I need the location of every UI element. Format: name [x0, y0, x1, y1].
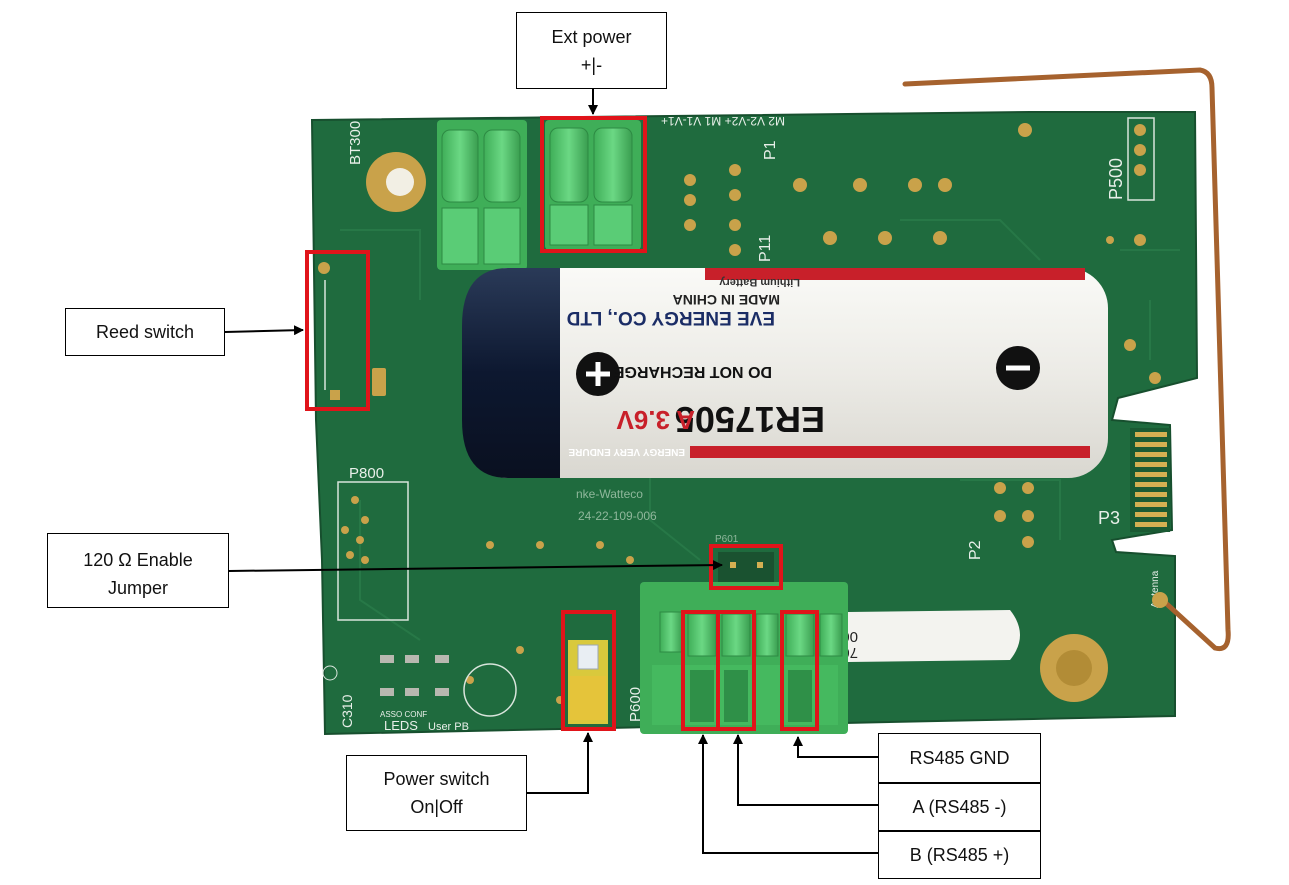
svg-text:A 3.6V: A 3.6V: [616, 405, 695, 435]
highlight-reed-switch: [305, 250, 370, 411]
silk-date: 24-22-109-006: [578, 509, 657, 523]
antenna-wire: [902, 67, 1231, 652]
svg-text:Lithium Battery: Lithium Battery: [718, 276, 800, 288]
battery-text: Lithium Battery MADE IN CHINA EVE ENERGY…: [567, 276, 825, 457]
arrow-rs485-b: [698, 734, 878, 854]
reed-switch-footprint: [318, 262, 386, 400]
silk-p11: P11: [757, 235, 774, 262]
highlight-power-switch: [561, 610, 616, 731]
callout-jumper: 120 Ω Enable Jumper: [47, 533, 229, 608]
callout-jumper-text: 120 Ω Enable Jumper: [83, 550, 193, 598]
svg-text:EVE ENERGY CO., LTD: EVE ENERGY CO., LTD: [567, 307, 775, 328]
callout-ext-power-text: Ext power +|-: [551, 26, 632, 75]
arrow-rs485-a: [733, 734, 878, 806]
jumper-p601: [718, 552, 774, 582]
callout-reed-switch: Reed switch: [65, 308, 225, 356]
silk-p3: P3: [1098, 508, 1120, 528]
silk-p600: P600: [627, 687, 644, 722]
silk-company: nke-Watteco: [576, 487, 643, 501]
svg-text:ER17505: ER17505: [675, 399, 825, 440]
silk-c310: C310: [339, 694, 355, 728]
callout-power-switch-text: Power switch On|Off: [383, 769, 490, 817]
arrow-jumper: [228, 560, 723, 572]
svg-text:MADE IN CHINA: MADE IN CHINA: [673, 292, 780, 308]
silk-p1: P1: [762, 140, 779, 160]
callout-ext-power: Ext power +|-: [516, 12, 667, 89]
antenna-pad: [1152, 592, 1168, 608]
silk-p800: P800: [349, 465, 384, 482]
callout-rs485-a-text: A (RS485 -): [912, 797, 1007, 817]
callout-rs485-gnd-text: RS485 GND: [909, 748, 1010, 768]
highlight-ext-power: [540, 116, 647, 253]
svg-text:ENERGY VERY ENDURE: ENERGY VERY ENDURE: [568, 446, 685, 457]
silk-bt300: BT300: [347, 121, 364, 165]
silk-leds: LEDS: [384, 718, 418, 733]
silk-asso: ASSO CONF: [380, 710, 427, 719]
callout-rs485-gnd: RS485 GND: [878, 733, 1041, 783]
led-cluster: [322, 655, 517, 717]
highlight-jumper: [709, 544, 783, 590]
silk-p500: P500: [1106, 158, 1126, 200]
silk-antenna: Antenna: [1150, 570, 1161, 608]
terminal-block-aux: [437, 120, 527, 270]
silk-p601: P601: [715, 534, 739, 545]
callout-power-switch: Power switch On|Off: [346, 755, 527, 831]
arrow-rs485-gnd: [793, 736, 878, 758]
silk-p2: P2: [967, 540, 984, 560]
edge-connector: [1130, 428, 1170, 532]
arrow-reed-switch: [224, 325, 304, 336]
pcb-pads: [341, 123, 1161, 704]
callout-reed-switch-text: Reed switch: [95, 322, 195, 342]
terminal-block-p600: [640, 582, 848, 734]
battery-er17505: [462, 268, 1108, 478]
silk-motor: M2 V2-V2+ M1 V1-V1+: [661, 114, 785, 128]
power-switch: [568, 640, 608, 724]
highlight-boxes: [305, 116, 819, 731]
terminal-block-ext-power: [545, 120, 641, 250]
highlight-rs485-a: [716, 610, 756, 731]
callout-rs485-a: A (RS485 -): [878, 783, 1041, 831]
outline-p800: [337, 481, 409, 621]
callout-arrows: [224, 89, 878, 854]
silk-userpb: User PB: [428, 721, 469, 733]
header-p500: [1127, 117, 1155, 201]
highlight-rs485-gnd: [780, 610, 819, 731]
svg-text:DO NOT RECHARGE: DO NOT RECHARGE: [613, 363, 772, 380]
callout-rs485-b: B (RS485 +): [878, 831, 1041, 879]
callout-rs485-b-text: B (RS485 +): [909, 845, 1010, 865]
arrow-power-switch: [527, 732, 593, 794]
